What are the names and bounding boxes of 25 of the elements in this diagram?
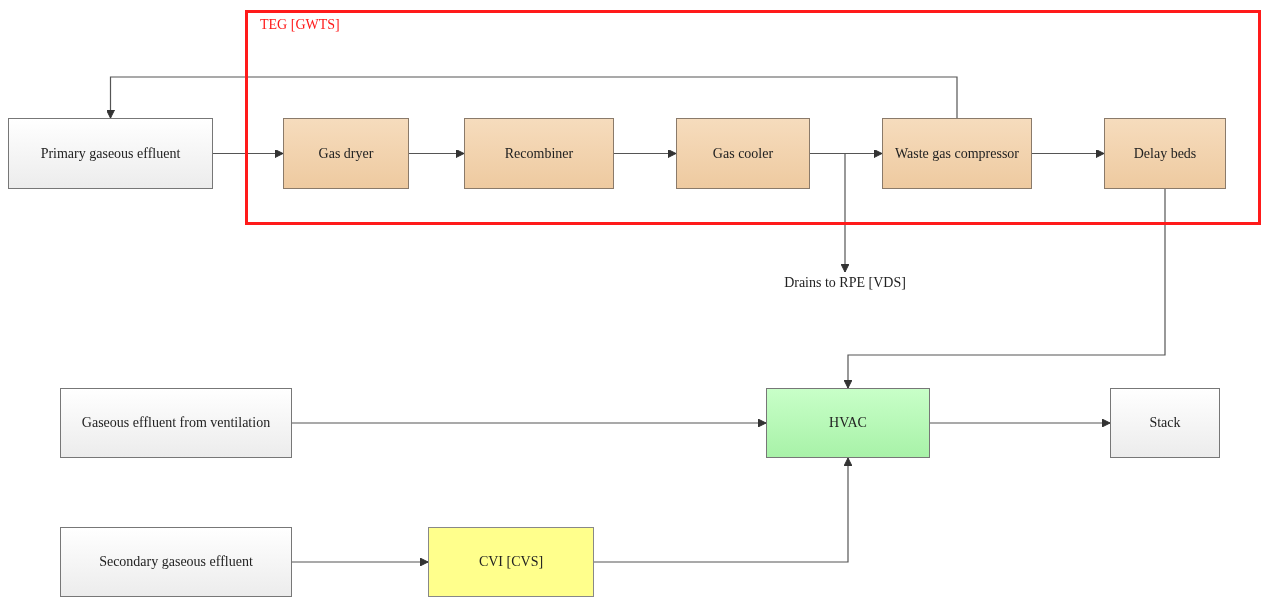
arrow bbox=[593, 457, 853, 563]
arrow bbox=[408, 149, 465, 158]
arrow bbox=[929, 418, 1111, 428]
arrow bbox=[291, 557, 429, 567]
outlet-label: Drains to RPE [VDS] bbox=[765, 272, 925, 294]
process-box: Stack bbox=[1110, 388, 1220, 458]
arrow bbox=[1031, 149, 1105, 158]
arrow bbox=[212, 149, 284, 158]
arrow bbox=[106, 76, 958, 119]
process-box: Gas dryer bbox=[283, 118, 409, 189]
group-frame bbox=[245, 10, 1261, 225]
arrow bbox=[843, 188, 1166, 389]
process-box: Gaseous effluent from ventilation bbox=[60, 388, 292, 458]
process-box: Secondary gaseous effluent bbox=[60, 527, 292, 597]
group-title: TEG [GWTS] bbox=[260, 17, 340, 33]
arrow bbox=[613, 149, 677, 158]
arrow bbox=[809, 152, 850, 273]
process-box: Primary gaseous effluent bbox=[8, 118, 213, 189]
process-box: Recombiner bbox=[464, 118, 614, 189]
process-box: Gas cooler bbox=[676, 118, 810, 189]
process-box: CVI [CVS] bbox=[428, 527, 594, 597]
arrow bbox=[291, 418, 767, 428]
process-box: Waste gas compressor bbox=[882, 118, 1032, 189]
process-box: Delay beds bbox=[1104, 118, 1226, 189]
process-box: HVAC bbox=[766, 388, 930, 458]
